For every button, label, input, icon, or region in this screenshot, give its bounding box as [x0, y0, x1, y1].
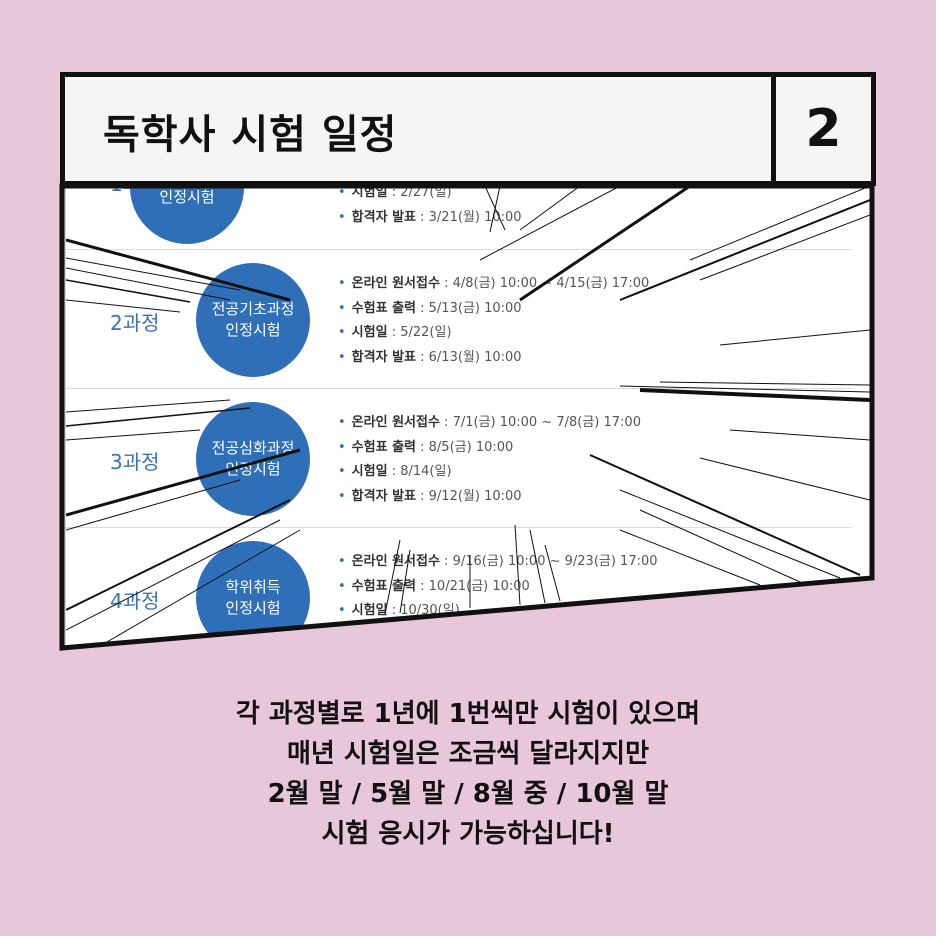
- circle-line: 전공심화과정: [211, 439, 295, 457]
- list-item: •합격자 발표 : 9/12(월) 10:00: [338, 488, 522, 504]
- course-circle: 전공기초과정 인정시험: [196, 263, 310, 377]
- list-item: •시험일 : 5/22(일): [338, 325, 452, 340]
- circle-line: 인정시험: [225, 599, 281, 617]
- course-label: 2과정: [110, 311, 160, 335]
- caption-line: 2월 말 / 5월 말 / 8월 중 / 10월 말: [267, 779, 669, 809]
- circle-line: 학위취득: [225, 578, 281, 596]
- list-item: •합격자 발표 : 6/13(월) 10:00: [338, 349, 522, 365]
- schedule-list: •시험일 : 2/27(일) •합격자 발표 : 3/21(월) 10:00: [338, 185, 522, 230]
- list-item: •합격자 발표 : 3/21(월) 10:00: [338, 209, 522, 225]
- list-item: •수험표 출력 : 8/5(금) 10:00: [338, 439, 514, 455]
- list-item: •시험일 : 10/30(일): [338, 603, 460, 618]
- page-title: 독학사 시험 일정: [103, 112, 398, 158]
- circle-line: 인정시험: [159, 188, 215, 206]
- list-item: •온라인 원서접수 : 4/8(금) 10:00 ~ 4/15(금) 17:00: [338, 276, 650, 291]
- header-divider: [771, 77, 776, 181]
- list-item: •수험표 출력 : 10/21(금) 10:00: [338, 578, 530, 594]
- circle-line: 전공기초과정: [211, 300, 295, 318]
- list-item: •시험일 : 8/14(일): [338, 464, 452, 479]
- row-divider: [66, 527, 852, 528]
- circle-line: 인정시험: [225, 460, 281, 478]
- page-number: 2: [805, 99, 842, 159]
- course-circle: 전공심화과정 인정시험: [196, 402, 310, 516]
- course-label: 4과정: [110, 589, 160, 613]
- caption: 각 과정별로 1년에 1번씩만 시험이 있으며 매년 시험일은 조금씩 달라지지…: [0, 694, 936, 854]
- list-item: •수험표 출력 : 5/13(금) 10:00: [338, 300, 522, 316]
- row-divider: [66, 388, 852, 389]
- schedule-list: •온라인 원서접수 : 7/1(금) 10:00 ~ 7/8(금) 17:00 …: [338, 411, 641, 509]
- caption-line: 시험 응시가 가능하십니다!: [321, 819, 615, 849]
- circle-line: 인정시험: [225, 321, 281, 339]
- schedule-list: •온라인 원서접수 : 4/8(금) 10:00 ~ 4/15(금) 17:00…: [338, 272, 649, 370]
- caption-line: 각 과정별로 1년에 1번씩만 시험이 있으며: [235, 699, 701, 729]
- course-label: 3과정: [110, 450, 160, 474]
- list-item: •시험일 : 2/27(일): [338, 185, 452, 200]
- header-box: 독학사 시험 일정 2: [60, 72, 876, 186]
- list-item: •온라인 원서접수 : 7/1(금) 10:00 ~ 7/8(금) 17:00: [338, 415, 641, 430]
- caption-line: 매년 시험일은 조금씩 달라지지만: [286, 739, 650, 769]
- row-divider: [66, 249, 852, 250]
